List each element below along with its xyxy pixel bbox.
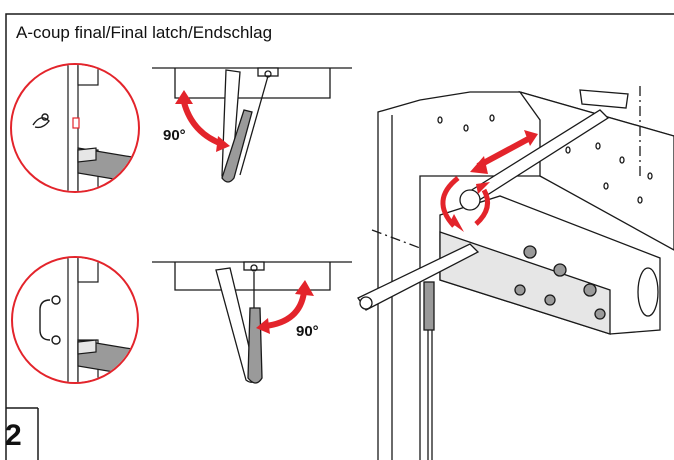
detail-circle-top	[10, 63, 140, 193]
top-angle-label: 90°	[163, 127, 186, 144]
step-number: 2	[5, 419, 22, 452]
arm-diagram-bottom	[152, 261, 352, 384]
arm-diagram-top	[152, 67, 352, 183]
rotation-arrow-icon	[256, 280, 314, 334]
detail-circle-bottom	[11, 256, 139, 384]
figure-title: A-coup final/Final latch/Endschlag	[16, 23, 273, 42]
rotation-arrow-icon	[440, 176, 491, 232]
figure-frame	[5, 13, 674, 460]
wall-hook-icon	[32, 113, 50, 129]
double-hook-icon	[39, 295, 61, 345]
bottom-angle-label: 90°	[296, 323, 319, 340]
door-closer-icon	[357, 86, 674, 460]
rotation-arrow-icon	[175, 90, 230, 152]
double-arrow-icon	[470, 130, 538, 174]
